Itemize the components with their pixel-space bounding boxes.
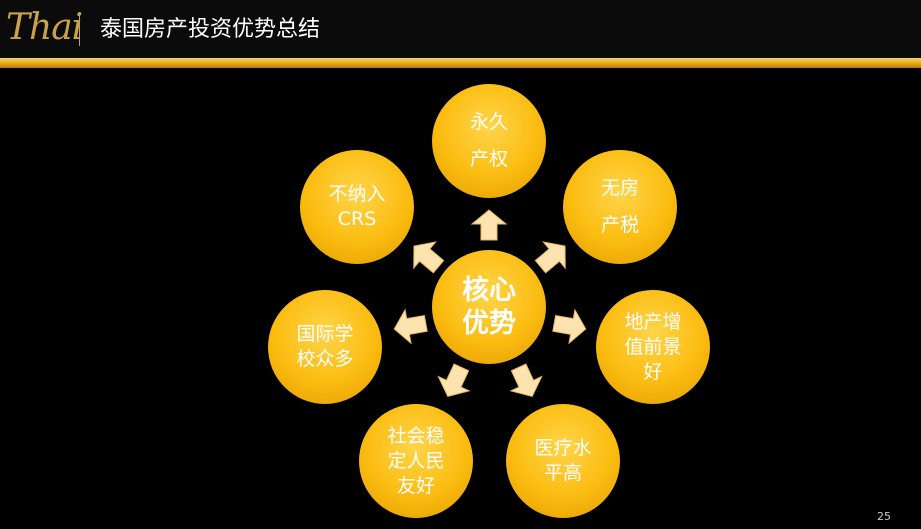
core-line-1: 核心	[462, 275, 516, 306]
node-social-stability: 社会稳 定人民 友好	[359, 404, 473, 518]
node-permanent-ownership: 永久 产权	[432, 84, 546, 198]
page-number: 25	[877, 510, 891, 523]
arrow-upper-left-icon	[413, 241, 445, 274]
node-line: 产税	[600, 214, 639, 236]
arrow-up-icon	[470, 209, 508, 241]
arrow-upper-right-icon	[534, 241, 566, 274]
arrow-left-icon	[393, 308, 428, 345]
node-international-schools: 国际学 校众多	[268, 290, 382, 404]
node-line: 平高	[543, 462, 582, 484]
node-line: 产权	[469, 148, 508, 170]
logo-divider	[79, 12, 80, 46]
arrow-right-icon	[552, 308, 587, 345]
node-line: 地产增	[624, 310, 682, 333]
node-line: 国际学	[296, 323, 354, 345]
node-land-appreciation: 地产增 值前景 好	[596, 290, 710, 404]
gold-divider-band	[0, 58, 921, 68]
core-advantage-circle: 核心 优势	[432, 250, 546, 364]
core-line-2: 优势	[462, 308, 516, 339]
thai-logo: Thai	[6, 7, 83, 48]
node-no-property-tax: 无房 产税	[563, 150, 677, 264]
arrow-lower-right-icon	[509, 363, 543, 397]
node-line: 定人民	[387, 449, 445, 472]
node-line: 校众多	[296, 348, 354, 370]
node-no-crs: 不纳入 CRS	[300, 150, 414, 264]
node-line: 社会稳	[387, 424, 445, 447]
node-line: 永久	[469, 111, 508, 133]
arrow-lower-left-icon	[437, 363, 471, 397]
node-line: 好	[643, 360, 663, 383]
node-line: 医疗水	[534, 437, 592, 459]
node-line: 不纳入	[328, 183, 386, 205]
header-bar: Thai 泰国房产投资优势总结	[0, 0, 921, 58]
node-line: 无房	[600, 177, 639, 199]
node-line: 值前景	[624, 335, 682, 358]
node-medical-level: 医疗水 平高	[506, 404, 620, 518]
node-line: CRS	[337, 208, 377, 230]
page-title: 泰国房产投资优势总结	[100, 17, 321, 42]
node-line: 友好	[396, 474, 435, 497]
